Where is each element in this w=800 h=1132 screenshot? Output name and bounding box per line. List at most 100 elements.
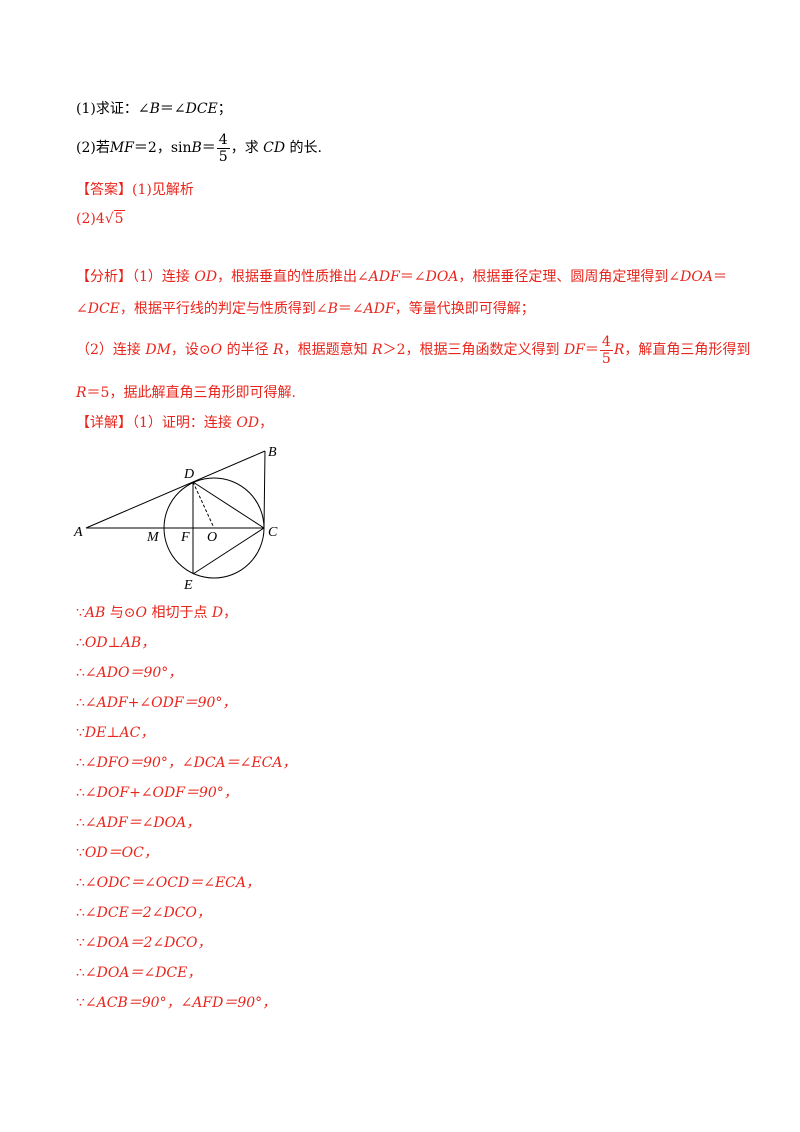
step-symbol: ∴	[76, 665, 85, 681]
analysis-text: ，等量代换即可得解；	[394, 301, 535, 317]
step-text: ∠ADF＝∠DOA，	[84, 815, 201, 831]
step-6: ∴∠DFO＝90°，∠DCA＝∠ECA，	[76, 754, 296, 772]
analysis-var: DF	[563, 342, 585, 358]
step-text: ∠ODC＝∠OCD＝∠ECA，	[84, 875, 260, 891]
analysis-label: 【分析】	[76, 269, 132, 285]
answer-sqrt-radicand: 5	[113, 210, 125, 227]
step-text: ∠DOA＝2∠DCO，	[84, 935, 212, 951]
line-ab	[85, 450, 266, 529]
line-ec	[192, 527, 265, 575]
q2-mid: ，求	[230, 140, 264, 156]
analysis-text: ∠	[76, 301, 88, 317]
detail-label: 【详解】	[76, 415, 132, 431]
label-b: B	[268, 445, 277, 460]
step-text: 与⊙	[105, 605, 136, 621]
answer-part-2-prefix: (2)4	[76, 211, 105, 227]
step-1: ∵AB 与⊙O 相切于点 D，	[76, 604, 237, 622]
analysis-var: ADF	[363, 301, 395, 317]
analysis-var: R	[613, 342, 625, 358]
q2-mf: MF	[109, 140, 134, 156]
analysis-text: ＝	[712, 269, 727, 285]
analysis-text: （1）连接	[132, 269, 195, 285]
line-bc	[263, 450, 266, 529]
geometry-figure: A B C D E F M O	[73, 445, 278, 593]
detail-var: OD	[236, 415, 260, 431]
step-symbol: ∴	[76, 965, 85, 981]
step-10: ∴∠ODC＝∠OCD＝∠ECA，	[76, 874, 260, 892]
step-text: DE⊥AC，	[84, 725, 155, 741]
step-var: D	[211, 605, 224, 621]
analysis-text: 的半径	[222, 342, 274, 358]
step-12: ∵∠DOA＝2∠DCO，	[76, 934, 212, 952]
step-8: ∴∠ADF＝∠DOA，	[76, 814, 200, 832]
q1-angle-dce: ∠DCE	[173, 101, 218, 117]
question-part-1: (1)求证：∠B＝∠DCE；	[76, 100, 232, 118]
answer-part-1: (1)见解析	[132, 182, 194, 198]
analysis-var: OD	[194, 269, 218, 285]
label-a: A	[73, 525, 83, 540]
q2-fraction-num: 4	[216, 131, 230, 149]
q2-fraction-den: 5	[218, 148, 228, 165]
step-var: AB	[84, 605, 106, 621]
step-text: ∠ADO＝90°，	[84, 665, 183, 681]
q1-prefix: (1)求证：	[76, 101, 138, 117]
q1-angle-b: ∠B	[137, 101, 160, 117]
analysis-var: R	[372, 342, 383, 358]
step-7: ∴∠DOF+∠ODF＝90°，	[76, 784, 238, 802]
q2-end: 的长.	[285, 140, 323, 156]
answer-label: 【答案】	[76, 182, 132, 198]
step-14: ∵∠ACB＝90°，∠AFD＝90°，	[76, 994, 276, 1012]
analysis-text: ，根据平行线的判定与性质得到∠	[119, 301, 328, 317]
step-symbol: ∵	[76, 605, 85, 621]
detail-text: ，	[259, 415, 274, 431]
step-text: 相切于点	[147, 605, 212, 621]
step-11: ∴∠DCE＝2∠DCO，	[76, 904, 211, 922]
step-symbol: ∴	[76, 635, 85, 651]
step-symbol: ∵	[76, 935, 85, 951]
step-text: ∠ACB＝90°，∠AFD＝90°，	[84, 995, 277, 1011]
analysis-text: ，根据题意知	[283, 342, 373, 358]
step-13: ∴∠DOA＝∠DCE，	[76, 964, 201, 982]
step-symbol: ∴	[76, 755, 85, 771]
analysis-text: （2）连接	[76, 342, 146, 358]
step-symbol: ∴	[76, 785, 85, 801]
step-5: ∵DE⊥AC，	[76, 724, 154, 742]
analysis-text: ＝∠	[399, 269, 426, 285]
label-f: F	[180, 530, 190, 545]
detail-intro: 【详解】（1）证明：连接 OD，	[76, 414, 273, 432]
analysis-var: R	[273, 342, 284, 358]
step-symbol: ∴	[76, 875, 85, 891]
step-symbol: ∵	[76, 725, 85, 741]
analysis-var: O	[210, 342, 223, 358]
step-text: ∠DCE＝2∠DCO，	[84, 905, 211, 921]
q1-equals: ＝	[159, 101, 174, 117]
step-var: O	[135, 605, 147, 621]
analysis-text: ＝5，据此解直角三角形即可得解.	[86, 385, 296, 401]
step-symbol: ∵	[76, 845, 85, 861]
step-text: ∠DFO＝90°，∠DCA＝∠ECA，	[84, 755, 297, 771]
step-4: ∴∠ADF+∠ODF＝90°，	[76, 694, 236, 712]
step-text: ，	[223, 605, 238, 621]
analysis-text: ，根据垂直的性质推出∠	[217, 269, 369, 285]
line-dc	[192, 481, 265, 529]
q2-b: B	[191, 140, 202, 156]
q2-equals: ＝	[201, 140, 216, 156]
step-symbol: ∴	[76, 905, 85, 921]
analysis-text: ，根据垂径定理、圆周角定理得到∠	[458, 269, 681, 285]
label-e: E	[183, 578, 193, 593]
step-3: ∴∠ADO＝90°，	[76, 664, 182, 682]
analysis-line-1: 【分析】（1）连接 OD，根据垂直的性质推出∠ADF＝∠DOA，根据垂径定理、圆…	[76, 268, 727, 286]
analysis-var: ADF	[368, 269, 400, 285]
step-text: ∠ADF+∠ODF＝90°，	[84, 695, 237, 711]
step-text: ∠DOF+∠ODF＝90°，	[84, 785, 238, 801]
answer-line-2: (2)4√5	[76, 210, 125, 228]
analysis-line-4: R＝5，据此解直角三角形即可得解.	[76, 384, 296, 402]
q2-prefix: (2)若	[76, 140, 110, 156]
step-text: OD⊥AB，	[84, 635, 156, 651]
analysis-text: ，解直角三角形得到	[624, 342, 751, 358]
answer-sqrt: √5	[104, 210, 125, 227]
step-2: ∴OD⊥AB，	[76, 634, 155, 652]
q2-mf-value: ＝2，sin	[133, 140, 192, 156]
step-symbol: ∴	[76, 695, 85, 711]
